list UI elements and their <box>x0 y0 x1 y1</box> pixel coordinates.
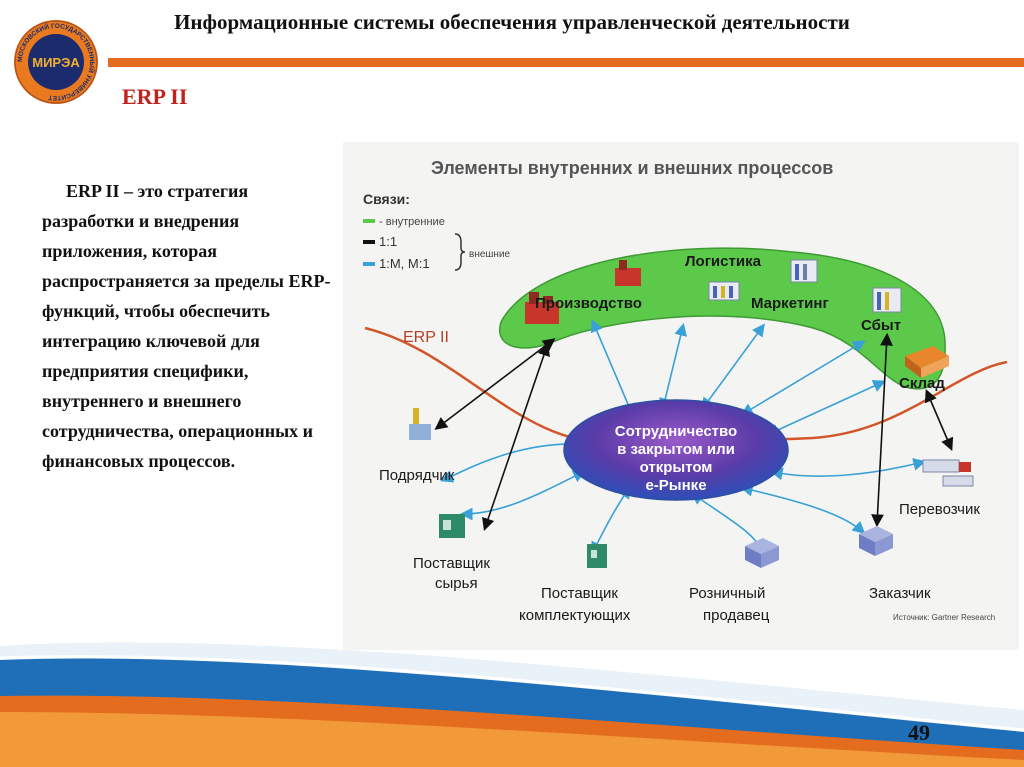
one-to-one-links <box>434 332 954 532</box>
hub-line-3: открытом <box>640 459 713 476</box>
logo-name: МИРЭА <box>32 55 80 70</box>
diagram-source: Источник: Gartner Research <box>893 613 995 622</box>
node-retailer-line-2: продавец <box>703 607 770 624</box>
carrier-truck-icon <box>922 459 974 487</box>
logistics-icon <box>708 281 740 301</box>
node-raw-supplier-line-2: сырья <box>435 575 478 592</box>
raw-supplier-icon <box>439 514 465 538</box>
legend-external-label: внешние <box>469 249 511 260</box>
header-divider <box>108 58 1024 67</box>
legend-one-to-one-swatch <box>363 240 375 244</box>
node-production: Производство <box>535 295 642 312</box>
marketing-icon <box>790 259 818 283</box>
diagram-title: Элементы внутренних и внешних процессов <box>431 158 833 178</box>
node-component-supplier-line-2: комплектующих <box>519 607 631 624</box>
erp-curve-label: ERP II <box>403 329 449 346</box>
component-supplier-icon <box>587 544 607 568</box>
production-icon-2 <box>615 260 641 286</box>
legend-one-to-many-label: 1:M, M:1 <box>379 256 430 271</box>
retailer-icon <box>745 538 779 568</box>
node-warehouse: Склад <box>899 375 945 392</box>
footer-wave <box>0 642 1024 767</box>
legend-one-to-many-swatch <box>363 262 375 266</box>
slide-title: Информационные системы обеспечения управ… <box>174 10 850 34</box>
section-heading: ERP II <box>122 84 188 109</box>
legend-internal-swatch <box>363 219 375 223</box>
legend-brace <box>454 233 466 271</box>
erp-process-diagram: Элементы внутренних и внешних процессов … <box>343 142 1019 650</box>
definition-text: ERP II – это стратегия разработки и внед… <box>42 181 331 471</box>
hub-line-1: Сотрудничество <box>615 423 737 440</box>
customer-icon <box>859 526 893 556</box>
node-logistics: Логистика <box>685 253 762 270</box>
legend-one-to-one-label: 1:1 <box>379 234 397 249</box>
legend-heading: Связи: <box>363 191 410 207</box>
production-icon <box>525 292 559 324</box>
node-raw-supplier-line-1: Поставщик <box>413 555 490 572</box>
diagram-legend: Связи: - внутренние 1:1 1:M, M:1 внешние <box>363 191 511 271</box>
contractor-icon <box>409 408 431 440</box>
sales-icon <box>872 287 902 313</box>
node-retailer-line-1: Розничный <box>689 585 765 602</box>
node-customer: Заказчик <box>869 585 931 602</box>
node-marketing: Маркетинг <box>751 295 829 312</box>
e-market-hub <box>563 399 789 501</box>
node-carrier: Перевозчик <box>899 501 980 518</box>
hub-line-4: е-Рынке <box>645 477 706 494</box>
page-number: 49 <box>908 720 930 745</box>
node-contractor: Подрядчик <box>379 467 455 484</box>
hub-line-2: в закрытом или <box>617 441 735 458</box>
node-component-supplier-line-1: Поставщик <box>541 585 618 602</box>
university-logo: МОСКОВСКИЙ ГОСУДАРСТВЕННЫЙ УНИВЕРСИТЕТ М… <box>14 20 98 104</box>
legend-internal-label: - внутренние <box>379 216 445 228</box>
internal-processes-band <box>498 247 946 390</box>
node-sales: Сбыт <box>861 317 901 334</box>
warehouse-icon <box>905 346 949 378</box>
